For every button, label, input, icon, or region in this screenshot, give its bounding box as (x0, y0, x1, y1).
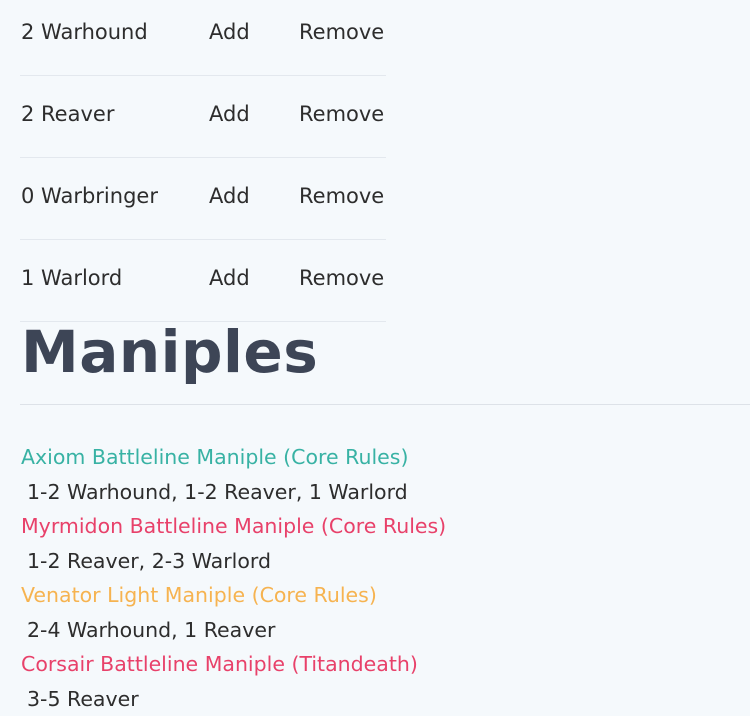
titan-count: 1 Warlord (21, 266, 122, 290)
table-row: 1 Warlord Add Remove (20, 240, 386, 322)
titan-table: 2 Warhound Add Remove 2 Reaver Add Remov… (20, 0, 386, 322)
table-row: 2 Reaver Add Remove (20, 76, 386, 158)
remove-button[interactable]: Remove (299, 102, 384, 126)
titan-count: 0 Warbringer (21, 184, 158, 208)
maniple-list: Axiom Battleline Maniple (Core Rules) 1-… (21, 440, 446, 716)
titan-count: 2 Warhound (21, 20, 148, 44)
titan-count: 2 Reaver (21, 102, 114, 126)
table-row: 0 Warbringer Add Remove (20, 158, 386, 240)
maniple-description: 1-2 Reaver, 2-3 Warlord (21, 544, 446, 579)
maniple-link[interactable]: Corsair Battleline Maniple (Titandeath) (21, 647, 446, 682)
maniple-link[interactable]: Myrmidon Battleline Maniple (Core Rules) (21, 509, 446, 544)
remove-button[interactable]: Remove (299, 20, 384, 44)
add-button[interactable]: Add (209, 266, 250, 290)
add-button[interactable]: Add (209, 102, 250, 126)
maniple-description: 1-2 Warhound, 1-2 Reaver, 1 Warlord (21, 475, 446, 510)
maniples-heading: Maniples (21, 318, 318, 386)
add-button[interactable]: Add (209, 184, 250, 208)
add-button[interactable]: Add (209, 20, 250, 44)
maniple-link[interactable]: Venator Light Maniple (Core Rules) (21, 578, 446, 613)
remove-button[interactable]: Remove (299, 184, 384, 208)
remove-button[interactable]: Remove (299, 266, 384, 290)
maniple-description: 3-5 Reaver (21, 682, 446, 716)
maniple-link[interactable]: Axiom Battleline Maniple (Core Rules) (21, 440, 446, 475)
maniple-description: 2-4 Warhound, 1 Reaver (21, 613, 446, 648)
table-row: 2 Warhound Add Remove (20, 0, 386, 76)
divider (20, 404, 750, 405)
